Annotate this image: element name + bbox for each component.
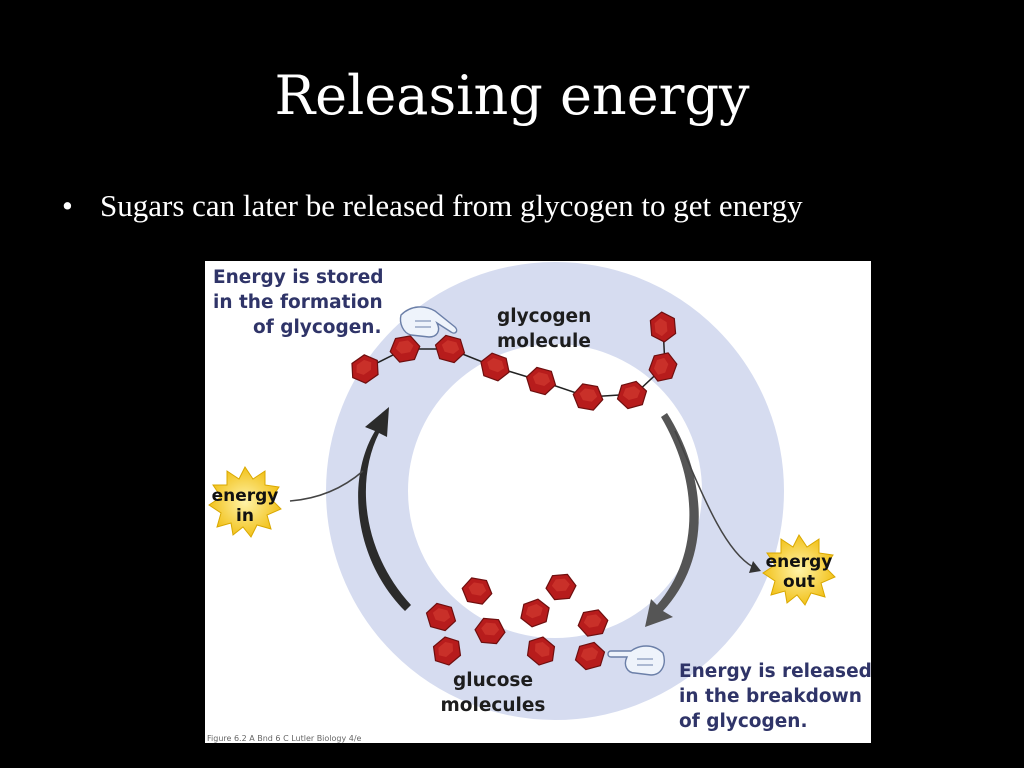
slide-title: Releasing energy — [274, 64, 750, 127]
hexagon-icon — [516, 595, 554, 631]
pointing-hand-icon — [607, 645, 665, 676]
cycle-ring — [326, 262, 784, 720]
glycogen-label-line2: molecule — [497, 331, 591, 352]
energy-in-connector — [289, 470, 364, 502]
glycogen-label-line1: glycogen — [497, 306, 591, 327]
released-note-line2: in the breakdown — [679, 686, 862, 707]
hexagon-icon — [544, 573, 578, 601]
hexagon-icon — [522, 364, 560, 398]
released-note-line3: of glycogen. — [679, 711, 808, 732]
glycogen-cycle-diagram: energy in energy out Energy is stored in… — [207, 262, 871, 743]
bullet-dot: • — [62, 188, 73, 223]
curved-arrow-icon — [358, 407, 411, 611]
released-note-line1: Energy is released — [679, 661, 871, 682]
glucose-label-line1: glucose — [453, 670, 533, 691]
stored-note-line2: in the formation — [213, 292, 383, 313]
bullet-text: Sugars can later be released from glycog… — [100, 188, 803, 223]
energy-out-connector — [674, 430, 754, 568]
curved-arrow-icon — [645, 413, 699, 627]
hexagon-icon — [459, 575, 495, 607]
stored-note-line3: of glycogen. — [253, 317, 382, 338]
hexagon-icon — [570, 381, 606, 413]
energy-in-label-line2: in — [236, 506, 254, 526]
figure-credit: Figure 6.2 A Bnd 6 C Lutler Biology 4/e — [207, 734, 362, 743]
energy-out-arrowhead — [749, 561, 761, 573]
bullet-item: • Sugars can later be released from glyco… — [62, 184, 803, 228]
starburst-icon — [208, 466, 282, 538]
hexagon-icon — [613, 378, 651, 412]
starburst-icon — [762, 534, 836, 606]
energy-in-label-line1: energy — [212, 486, 279, 506]
glucose-label-line2: molecules — [441, 695, 546, 716]
glycogen-cycle-figure: energy in energy out Energy is stored in… — [205, 261, 871, 743]
energy-out-label-line1: energy — [766, 552, 833, 572]
stored-note-line1: Energy is stored — [213, 267, 384, 288]
pointing-hand-icon — [399, 306, 458, 338]
energy-out-label-line2: out — [783, 572, 815, 592]
